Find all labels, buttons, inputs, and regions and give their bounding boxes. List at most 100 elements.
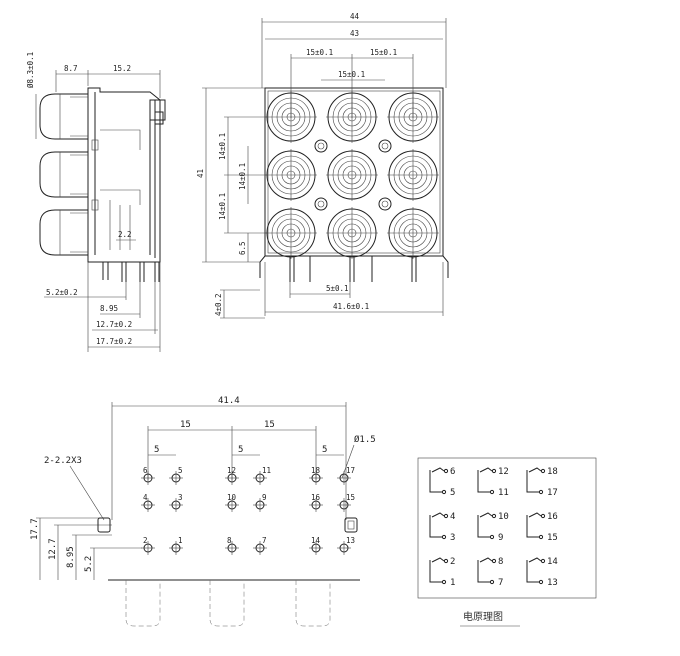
pcb-hole: 4 (141, 493, 155, 512)
switch-label: 3 (450, 533, 455, 543)
schematic-caption: 电原理图 (463, 610, 503, 623)
pin-label: 7 (262, 536, 267, 545)
pcb-layout-view: 41.4 15 15 5 5 5 Ø1.5 2-2.2X3 17.7 12.7 … (30, 396, 376, 627)
pcb-hole: 5 (169, 466, 183, 485)
dim-side-width-2: 15.2 (113, 64, 131, 73)
label-hole-count: 2-2.2X3 (44, 456, 82, 466)
pin-label: 4 (143, 493, 148, 502)
pin-label: 8 (227, 536, 232, 545)
dim-front-v14c: 14±0.1 (238, 163, 247, 190)
dim-pcb-5b: 5 (238, 445, 243, 455)
switch-label: 7 (498, 578, 503, 588)
dim-side-1: 5.2±0.2 (46, 288, 78, 297)
rca-jack (265, 207, 317, 259)
pcb-hole: 17 (337, 466, 355, 485)
pin-label: 12 (227, 466, 236, 475)
dim-front-pitch-c: 15±0.1 (338, 70, 365, 79)
switch-contact: 87 (477, 557, 503, 588)
pin-label: 17 (346, 466, 355, 475)
dim-side-small: 2.2 (118, 230, 132, 239)
pcb-hole: 13 (337, 536, 355, 555)
dim-side-2: 8.95 (100, 304, 118, 313)
dim-front-43: 43 (350, 29, 359, 38)
dim-side-3: 12.7±0.2 (96, 320, 132, 329)
switch-label: 8 (498, 557, 503, 567)
dim-front-v14a: 14±0.1 (218, 133, 227, 160)
dim-pcb-pitch-a: 15 (180, 420, 191, 430)
switch-label: 2 (450, 557, 455, 567)
dim-front-h5: 5±0.1 (326, 284, 349, 293)
jack-middle (39, 151, 88, 198)
pcb-hole: 11 (253, 466, 271, 485)
switch-label: 15 (547, 533, 558, 543)
switch-label: 17 (547, 488, 558, 498)
dim-front-pitch-a: 15±0.1 (306, 48, 333, 57)
dim-front-v14b: 14±0.1 (218, 193, 227, 220)
pin-label: 5 (178, 466, 183, 475)
switch-label: 4 (450, 512, 455, 522)
switch-label: 5 (450, 488, 455, 498)
pcb-hole: 18 (309, 466, 323, 485)
switch-label: 11 (498, 488, 509, 498)
switch-label: 14 (547, 557, 558, 567)
front-view: 44 43 15±0.1 15±0.1 15±0.1 41 14±0.1 14±… (196, 12, 449, 319)
switch-label: 10 (498, 512, 509, 522)
switch-label: 9 (498, 533, 503, 543)
switch-label: 6 (450, 467, 455, 477)
dim-pcb-v895: 8.95 (66, 546, 76, 568)
pin-label: 9 (262, 493, 267, 502)
dim-pcb-5c: 5 (322, 445, 327, 455)
dim-front-pitch-b: 15±0.1 (370, 48, 397, 57)
pcb-hole: 7 (253, 536, 267, 555)
pcb-hole: 8 (225, 536, 239, 555)
pin-label: 11 (262, 466, 271, 475)
dim-side-4: 17.7±0.2 (96, 337, 132, 346)
switch-contact: 12 11 (477, 467, 509, 498)
pcb-hole: 9 (253, 493, 267, 512)
switch-label: 13 (547, 578, 558, 588)
pcb-hole: 10 (225, 493, 239, 512)
pcb-hole: 1 (169, 536, 183, 555)
pin-label: 15 (346, 493, 355, 502)
dim-pcb-hole-dia: Ø1.5 (354, 434, 376, 445)
pin-label: 3 (178, 493, 183, 502)
pcb-hole: 14 (309, 536, 323, 555)
pin-label: 6 (143, 466, 148, 475)
dim-pcb-pitch-b: 15 (264, 420, 275, 430)
dim-pcb-5a: 5 (154, 445, 159, 455)
pcb-hole: 3 (169, 493, 183, 512)
jack-bottom (39, 209, 88, 256)
switch-label: 1 (450, 578, 455, 588)
dim-pcb-v177: 17.7 (30, 518, 40, 540)
dim-pcb-width: 41.4 (218, 396, 240, 406)
switch-contact: 65 (429, 467, 455, 498)
pin-label: 18 (311, 466, 321, 475)
switch-contact: 43 (429, 512, 455, 543)
dim-pcb-v52: 5.2 (84, 556, 94, 572)
switch-label: 12 (498, 467, 509, 477)
switch-contact: 10 9 (477, 512, 509, 543)
pcb-hole: 16 (309, 493, 323, 512)
pin-label: 13 (346, 536, 355, 545)
switch-contact: 14 13 (526, 557, 558, 588)
pcb-hole: 12 (225, 466, 239, 485)
switch-contact: 21 (429, 557, 455, 588)
dim-side-width-1: 8.7 (64, 64, 78, 73)
pin-label: 16 (311, 493, 321, 502)
pin-label: 2 (143, 536, 148, 545)
rca-jack (326, 207, 378, 259)
jack-top (39, 93, 88, 140)
dim-pcb-v127: 12.7 (48, 538, 58, 560)
pcb-hole: 6 (141, 466, 155, 485)
pin-label: 14 (311, 536, 321, 545)
rca-jack (387, 149, 439, 201)
pcb-hole: 2 (141, 536, 155, 555)
pcb-hole: 15 (337, 493, 355, 512)
side-view: 8.7 15.2 Ø8.3±0.1 2.2 5.2±0.2 8.95 12.7±… (26, 52, 166, 352)
dim-front-416: 41.6±0.1 (333, 302, 369, 311)
